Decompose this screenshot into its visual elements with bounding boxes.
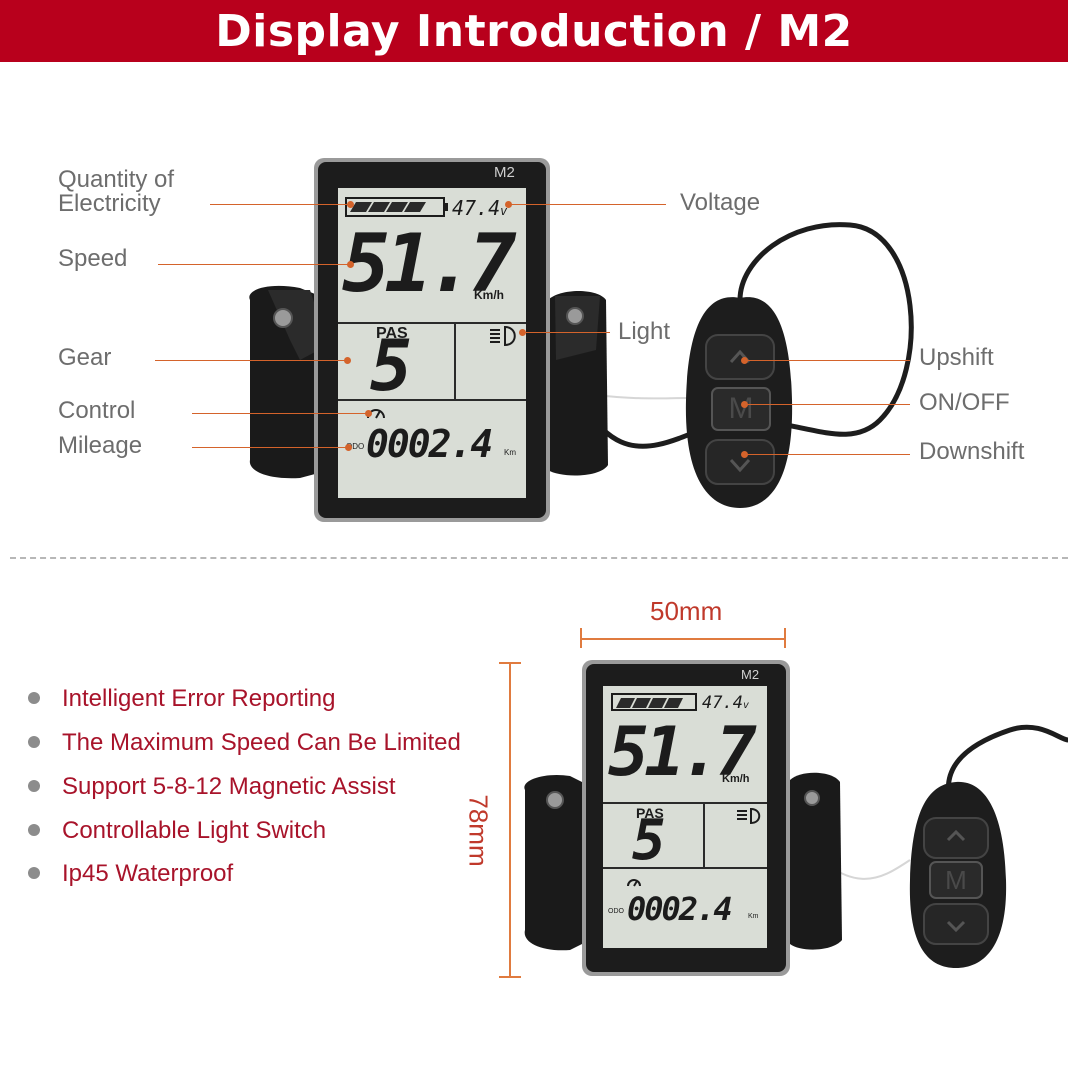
feature-item: Ip45 Waterproof (28, 860, 233, 888)
label-light: Light (618, 318, 671, 345)
headlight-icon (490, 325, 516, 347)
pas-level: 5 (632, 808, 666, 873)
odometer-unit: Km (748, 913, 759, 920)
odometer-readout: 0002.4 (366, 422, 493, 466)
width-dimension-line (580, 638, 785, 640)
feature-item: Support 5-8-12 Magnetic Assist (28, 773, 396, 801)
voltage-readout: 47.4v (702, 693, 749, 713)
voltage-readout: 47.4v (452, 196, 508, 220)
model-label: M2 (494, 164, 515, 181)
chevron-down-icon (946, 920, 966, 933)
feature-item: Controllable Light Switch (28, 817, 326, 845)
chevron-up-icon (946, 829, 966, 842)
label-control: Control (58, 397, 136, 424)
odo-label: ODO (608, 908, 624, 915)
speed-unit: Km/h (722, 773, 750, 785)
section-divider (10, 557, 1068, 559)
feature-item: Intelligent Error Reporting (28, 685, 335, 713)
height-dimension-line (509, 662, 511, 976)
chevron-down-icon (729, 458, 751, 473)
label-quantity-of-electricity: Quantity of Electricity (58, 166, 175, 217)
speed-readout: 51.7 (342, 217, 517, 310)
odometer-readout: 0002.4 (627, 890, 733, 928)
remote-m-button[interactable]: M (945, 865, 967, 895)
label-voltage: Voltage (680, 189, 761, 216)
gauge-icon (627, 879, 641, 887)
model-label: M2 (741, 667, 760, 682)
label-gear: Gear (58, 344, 112, 371)
feature-item: The Maximum Speed Can Be Limited (28, 729, 461, 757)
label-mileage: Mileage (58, 432, 143, 459)
display-illustration-top (249, 158, 914, 522)
pas-label: PAS (636, 805, 664, 821)
pas-level: 5 (370, 325, 413, 407)
label-speed: Speed (58, 245, 128, 272)
label-downshift: Downshift (919, 438, 1025, 465)
odometer-unit: Km (504, 448, 516, 457)
remote-m-button[interactable]: M (728, 392, 754, 425)
speed-readout: 51.7 (608, 713, 757, 792)
speed-unit: Km/h (474, 288, 504, 302)
label-upshift: Upshift (919, 344, 994, 371)
page-title: Display Introduction / M2 (215, 6, 853, 57)
title-banner (0, 0, 1068, 62)
headlight-icon (737, 807, 761, 825)
pas-label: PAS (376, 325, 408, 342)
odo-label: ODO (346, 442, 365, 451)
label-on-off: ON/OFF (919, 389, 1010, 416)
width-dimension-label: 50mm (650, 596, 723, 626)
